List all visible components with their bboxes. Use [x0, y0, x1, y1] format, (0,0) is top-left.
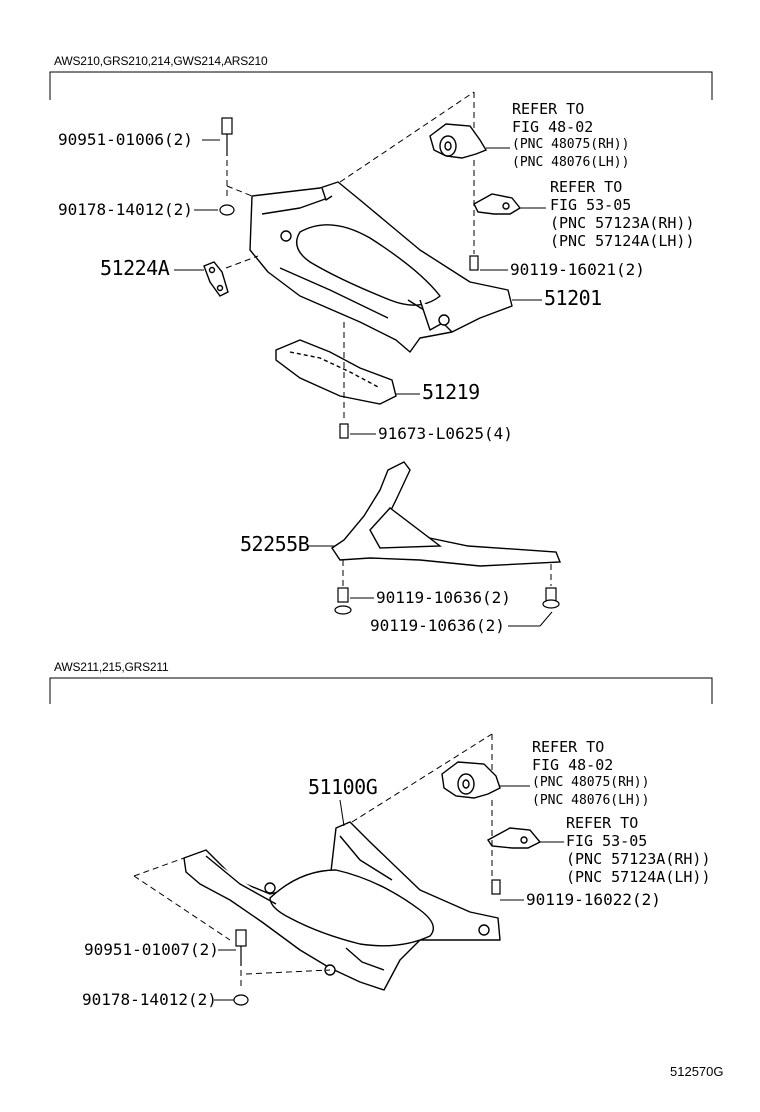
refer-line: (PNC 57123A(RH)): [566, 850, 711, 868]
refer-line: (PNC 57124A(LH)): [550, 232, 695, 250]
bracket-drawing-1: [473, 193, 522, 215]
refer-line: REFER TO: [532, 738, 605, 756]
part-label-90119-10636-b[interactable]: 90119-10636(2): [370, 616, 505, 635]
refer-line: FIG 53-05: [566, 832, 648, 850]
dashed-lines-section-2: [133, 733, 493, 990]
refer-line: REFER TO: [550, 178, 623, 196]
dashed-lines-section-1: [225, 91, 552, 586]
section-1-header: AWS210,GRS210,214,GWS214,ARS210: [54, 54, 268, 68]
part-label-90119-16022[interactable]: 90119-16022(2): [526, 890, 661, 909]
part-label-90119-16021[interactable]: 90119-16021(2): [510, 260, 645, 279]
crossmember-51201-drawing: [249, 181, 513, 353]
part-label-90951-01006[interactable]: 90951-01006(2): [58, 130, 193, 149]
refer-line: (PNC 48076(LH)): [532, 793, 650, 808]
fasteners-section-2: [233, 879, 501, 1006]
section-1-frame: [49, 71, 713, 100]
bracket-drawing-2: [486, 827, 542, 849]
part-label-51100g[interactable]: 51100G: [308, 775, 378, 799]
part-label-90119-10636-a[interactable]: 90119-10636(2): [376, 588, 511, 607]
part-label-51219[interactable]: 51219: [422, 380, 480, 404]
refer-line: (PNC 48075(RH)): [512, 137, 630, 152]
refer-line: FIG 53-05: [550, 196, 632, 214]
crossmember-51100g-drawing: [183, 821, 501, 991]
part-label-51224a[interactable]: 51224A: [100, 256, 170, 280]
cover-51219-drawing: [275, 339, 397, 405]
part-label-90178-14012-s2[interactable]: 90178-14012(2): [82, 990, 217, 1009]
fasteners-section-1: [219, 117, 560, 615]
bracket-51224a-drawing: [203, 261, 229, 297]
bushing-drawing-2: [441, 761, 501, 799]
section-2-header: AWS211,215,GRS211: [54, 660, 169, 674]
leaders-section-1: [174, 139, 553, 627]
part-label-51201[interactable]: 51201: [544, 286, 602, 310]
refer-fig-48-02-section-1[interactable]: REFER TO FIG 48-02 (PNC 48075(RH)) (PNC …: [512, 100, 629, 172]
part-label-52255b[interactable]: 52255B: [240, 532, 310, 556]
refer-line: (PNC 57123A(RH)): [550, 214, 695, 232]
refer-line: REFER TO: [512, 100, 585, 118]
refer-line: FIG 48-02: [532, 756, 614, 774]
refer-fig-53-05-section-2[interactable]: REFER TO FIG 53-05 (PNC 57123A(RH)) (PNC…: [566, 814, 711, 886]
refer-line: (PNC 57124A(LH)): [566, 868, 711, 886]
refer-line: (PNC 48075(RH)): [532, 775, 650, 790]
refer-line: (PNC 48076(LH)): [512, 155, 630, 170]
part-label-90951-01007[interactable]: 90951-01007(2): [84, 940, 219, 959]
illustration-number: 512570G: [670, 1064, 724, 1079]
refer-line: REFER TO: [566, 814, 639, 832]
section-2-frame: [49, 677, 713, 704]
part-label-90178-14012[interactable]: 90178-14012(2): [58, 200, 193, 219]
brace-52255b-drawing: [331, 461, 562, 567]
refer-fig-53-05-section-1[interactable]: REFER TO FIG 53-05 (PNC 57123A(RH)) (PNC…: [550, 178, 695, 250]
bushing-drawing-1: [429, 123, 488, 159]
refer-fig-48-02-section-2[interactable]: REFER TO FIG 48-02 (PNC 48075(RH)) (PNC …: [532, 738, 649, 810]
refer-line: FIG 48-02: [512, 118, 594, 136]
part-label-91673-l0625[interactable]: 91673-L0625(4): [378, 424, 513, 443]
leaders-section-2: [214, 785, 564, 1001]
